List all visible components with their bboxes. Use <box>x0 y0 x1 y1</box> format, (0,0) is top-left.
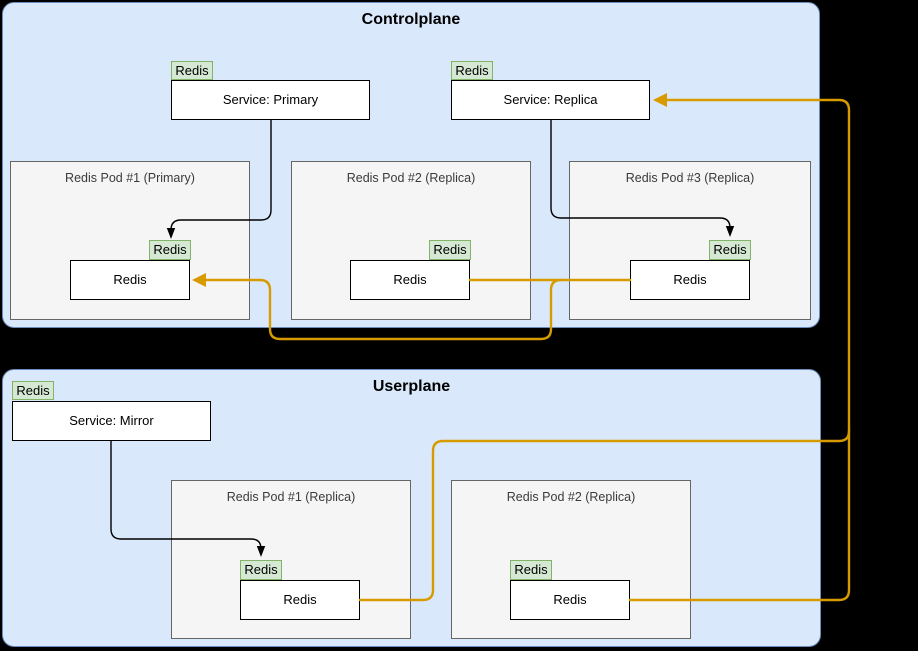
pod-title: Redis Pod #2 (Replica) <box>346 171 476 185</box>
redis-tab: Redis <box>429 240 471 260</box>
userplane-pod2-redis-node: Redis <box>510 580 630 620</box>
service-replica-node: Service: Replica <box>451 80 650 120</box>
redis-tab: Redis <box>149 240 191 260</box>
pod-title: Redis Pod #3 (Replica) <box>625 171 755 185</box>
service-mirror-node: Service: Mirror <box>12 401 211 441</box>
userplane-title: Userplane <box>372 378 451 395</box>
controlplane-pod3-redis-node: Redis <box>630 260 750 300</box>
controlplane-pod2-redis-node: Redis <box>350 260 470 300</box>
redis-tab: Redis <box>171 61 213 80</box>
controlplane-title: Controlplane <box>361 11 461 28</box>
userplane-pod1-redis-node: Redis <box>240 580 360 620</box>
service-primary-node: Service: Primary <box>171 80 370 120</box>
redis-tab: Redis <box>12 381 54 400</box>
controlplane-pod1-redis-node: Redis <box>70 260 190 300</box>
redis-tab: Redis <box>709 240 751 260</box>
pod-title: Redis Pod #2 (Replica) <box>506 490 636 504</box>
redis-tab: Redis <box>240 560 282 580</box>
pod-title: Redis Pod #1 (Primary) <box>65 171 195 185</box>
redis-tab: Redis <box>451 61 493 80</box>
redis-tab: Redis <box>510 560 552 580</box>
pod-title: Redis Pod #1 (Replica) <box>226 490 356 504</box>
